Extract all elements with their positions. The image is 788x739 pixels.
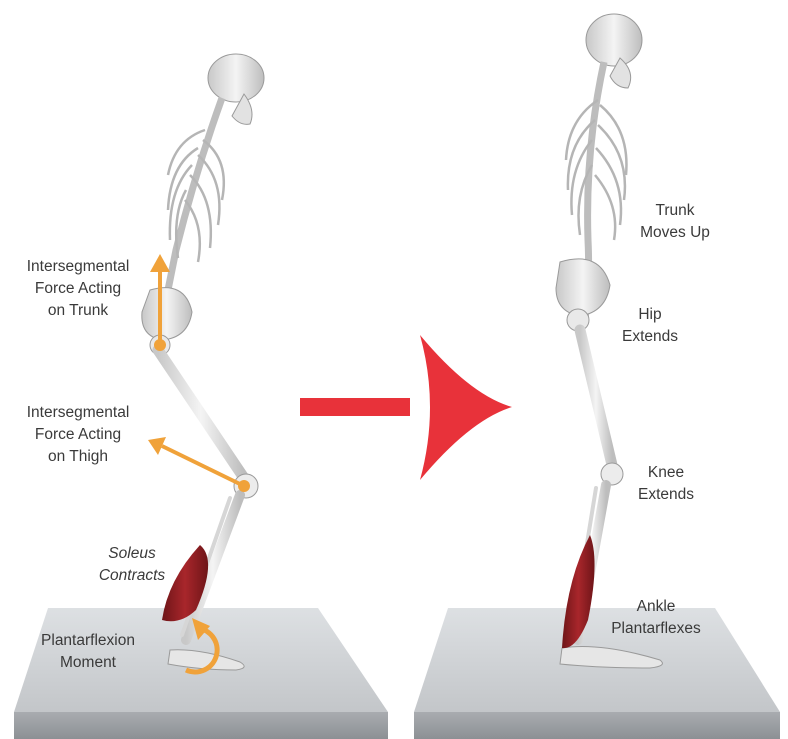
moment-label-line2: Moment — [24, 652, 152, 674]
soleus-label-line2: Contracts — [92, 565, 172, 587]
hip-extends-label: Hip Extends — [614, 304, 686, 348]
left-platform-front — [14, 712, 388, 739]
trunk-force-label: Intersegmental Force Acting on Trunk — [16, 256, 140, 322]
soleus-label-line1: Soleus — [92, 543, 172, 565]
hip-label-line2: Extends — [614, 326, 686, 348]
trunk-moves-up-label: Trunk Moves Up — [632, 200, 718, 244]
trunk-force-label-line2: Force Acting — [16, 278, 140, 300]
knee-force-point — [238, 480, 250, 492]
thigh-force-label: Intersegmental Force Acting on Thigh — [16, 402, 140, 468]
knee-extends-label: Knee Extends — [630, 462, 702, 506]
left-pelvis — [142, 288, 192, 340]
trunk-force-arrowhead — [150, 254, 170, 272]
trunk-force-label-line1: Intersegmental — [16, 256, 140, 278]
knee-label-line1: Knee — [630, 462, 702, 484]
right-platform-front — [414, 712, 780, 739]
knee-label-line2: Extends — [630, 484, 702, 506]
soleus-label: Soleus Contracts — [92, 543, 172, 587]
trunk-label-line1: Trunk — [632, 200, 718, 222]
right-skull — [586, 14, 642, 66]
hip-force-point — [154, 339, 166, 351]
ankle-label-line1: Ankle — [600, 596, 712, 618]
transition-arrow — [300, 335, 512, 480]
hip-label-line1: Hip — [614, 304, 686, 326]
right-femur — [580, 330, 612, 465]
transition-arrow-head — [420, 335, 512, 480]
ankle-label-line2: Plantarflexes — [600, 618, 712, 640]
thigh-force-label-line3: on Thigh — [16, 446, 140, 468]
ankle-plantarflexes-label: Ankle Plantarflexes — [600, 596, 712, 640]
trunk-label-line2: Moves Up — [632, 222, 718, 244]
transition-arrow-shaft — [300, 398, 410, 416]
thigh-force-label-line1: Intersegmental — [16, 402, 140, 424]
thigh-force-label-line2: Force Acting — [16, 424, 140, 446]
left-skull — [208, 54, 264, 102]
moment-label-line1: Plantarflexion — [24, 630, 152, 652]
trunk-force-label-line3: on Trunk — [16, 300, 140, 322]
left-ribcage — [168, 130, 224, 262]
right-platform — [414, 608, 780, 739]
left-femur — [158, 350, 244, 478]
right-pelvis — [556, 259, 610, 316]
plantarflexion-moment-label: Plantarflexion Moment — [24, 630, 152, 674]
